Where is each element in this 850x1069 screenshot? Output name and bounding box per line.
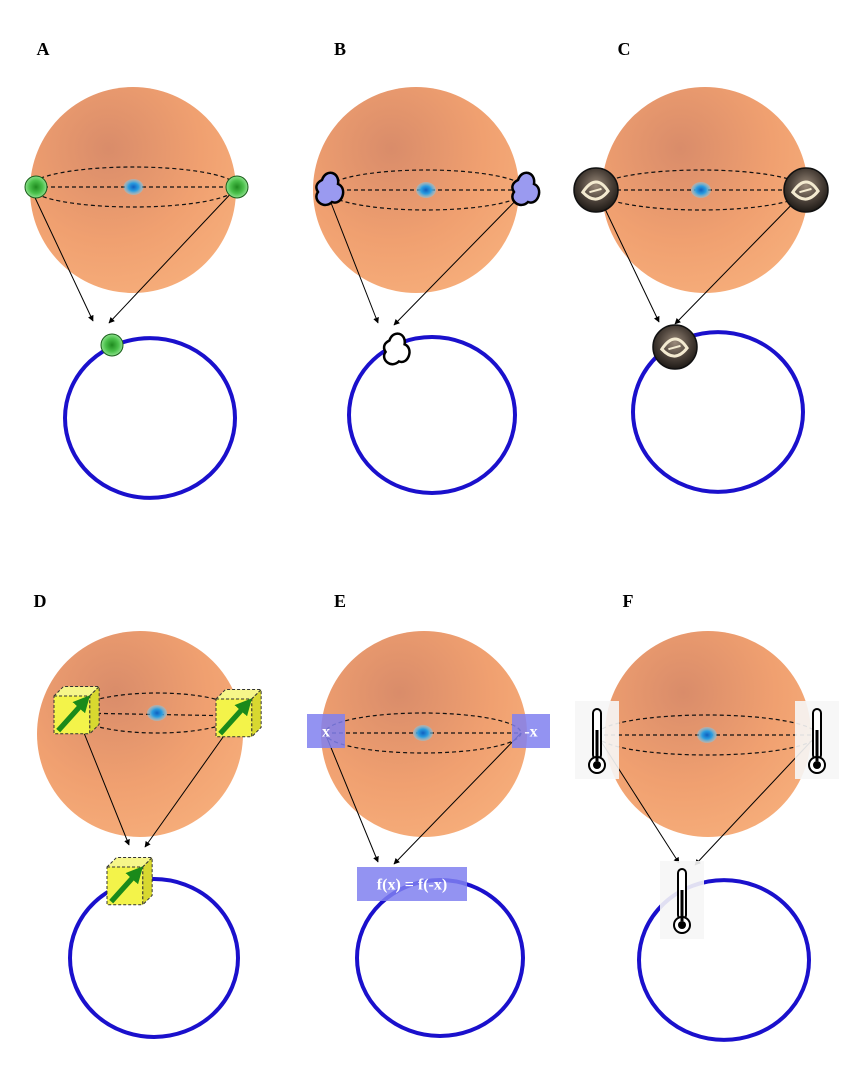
orbit-ring xyxy=(637,878,811,1042)
panel-label: C xyxy=(618,39,631,59)
center-dot xyxy=(413,725,433,741)
orbit-ring xyxy=(355,877,525,1039)
center-dot xyxy=(697,727,717,743)
projection-arrow-left xyxy=(324,732,379,863)
feature-right xyxy=(225,175,249,199)
projection-arrow-left xyxy=(29,186,94,322)
panel-label: E xyxy=(334,591,346,611)
feature-left xyxy=(573,167,619,213)
orbit-ring xyxy=(347,334,517,496)
orbit-ring xyxy=(631,330,805,494)
center-dot xyxy=(691,182,711,198)
feature-left-text: x xyxy=(322,724,330,741)
projection-arrow-right xyxy=(108,186,238,324)
projection-arrow-left xyxy=(325,189,379,324)
projection-arrow-right xyxy=(144,715,239,848)
feature-right xyxy=(214,688,263,739)
feature-right xyxy=(783,167,829,213)
panel-e: Ex -x f(x) = f(-x) xyxy=(307,591,550,1039)
panel-label: D xyxy=(34,591,47,611)
feature-left xyxy=(315,171,345,207)
projection-arrow-left xyxy=(595,189,660,323)
panel-a: A xyxy=(24,39,249,500)
feature-left xyxy=(24,175,48,199)
projection-arrow-left xyxy=(75,712,130,846)
feature-left: x xyxy=(307,714,345,748)
panel-c: C xyxy=(573,39,829,494)
feature-right xyxy=(795,701,839,779)
feature-projected xyxy=(382,332,411,366)
feature-projected xyxy=(652,324,698,370)
orbit-ring xyxy=(68,877,240,1039)
center-dot xyxy=(416,182,436,198)
feature-projected xyxy=(100,333,124,357)
feature-right xyxy=(511,171,541,207)
feature-left xyxy=(52,685,101,736)
center-dot xyxy=(147,705,167,721)
orbit-ring xyxy=(63,336,237,500)
projection-arrow-right xyxy=(393,732,522,865)
sphere xyxy=(37,631,243,837)
feature-projected-text: f(x) = f(-x) xyxy=(377,877,447,894)
feature-projected: f(x) = f(-x) xyxy=(357,867,467,901)
panel-f: F xyxy=(575,591,839,1042)
panel-label: B xyxy=(334,39,346,59)
feature-projected xyxy=(660,861,704,939)
panel-label: F xyxy=(623,591,634,611)
panel-label: A xyxy=(37,39,50,59)
center-dot xyxy=(123,179,144,195)
equator-diameter xyxy=(75,712,239,717)
feature-right-text: -x xyxy=(524,724,537,741)
feature-right: -x xyxy=(512,714,550,748)
projection-arrow-right xyxy=(674,189,807,325)
feature-projected xyxy=(105,856,154,907)
projection-arrow-right xyxy=(393,189,527,326)
panel-d: D xyxy=(34,591,263,1039)
panel-b: B xyxy=(313,39,541,496)
feature-left xyxy=(575,701,619,779)
